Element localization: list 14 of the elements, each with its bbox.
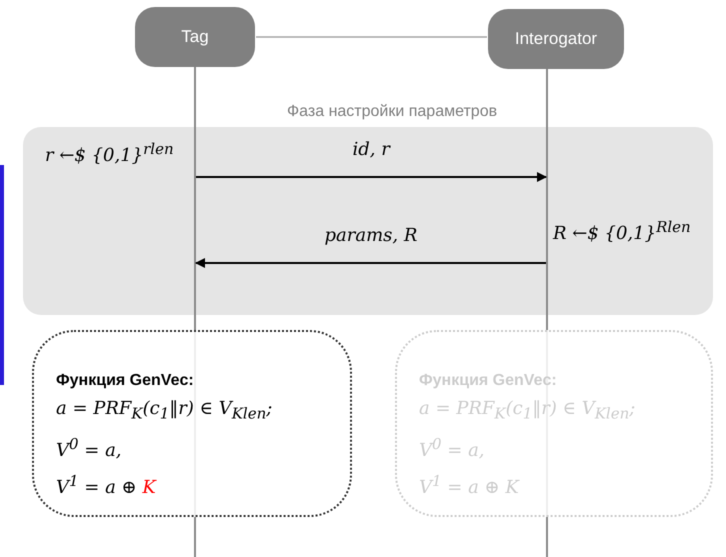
edge-label: id, r [352,139,390,160]
message-arrow [196,172,547,182]
connector-line [256,36,487,38]
message-arrow [195,258,546,268]
formula: V$^{0}$ = a, [56,434,122,463]
random-assignment: R ←$ {0,1}$^{Rlen}$ [553,218,691,244]
random-assignment: r ←$ {0,1}$^{rlen}$ [45,140,174,166]
phase-title: Фаза настройки параметров [287,103,498,121]
formula: a = PRF$_{K}$(c$_{1}$‖r) ∈ V$_{Klen}$; [56,397,272,425]
formula: V$^{1}$ = a ⊕ K [56,470,156,500]
edge-label: params, R [324,225,418,246]
actor-box: Interogator [488,9,624,69]
function-title: Функция GenVec: [56,372,194,390]
actor-box: Tag [135,7,255,67]
